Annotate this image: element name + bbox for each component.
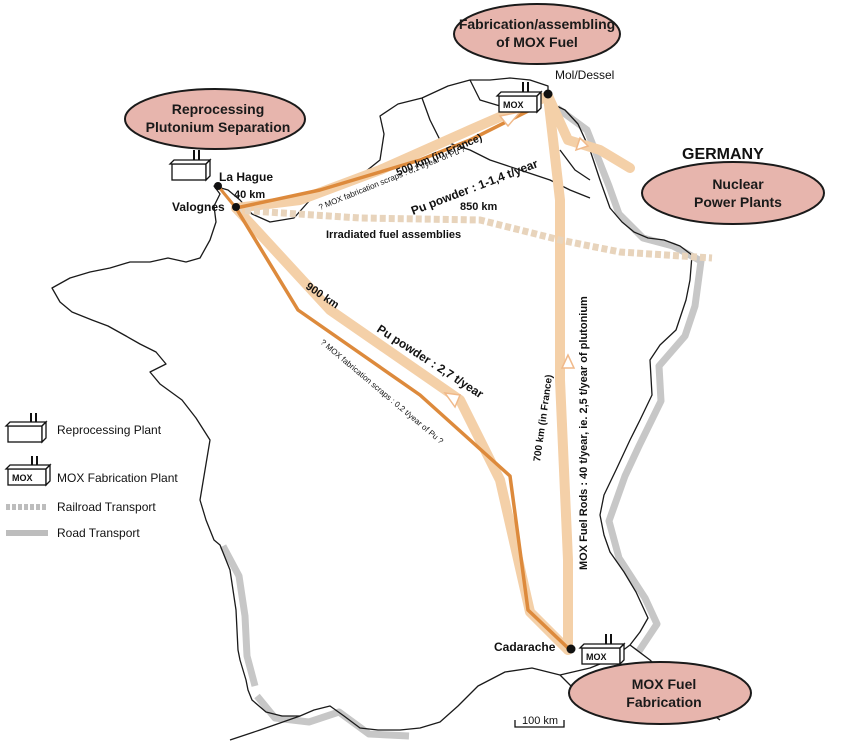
- scale-label: 100 km: [522, 715, 558, 727]
- route-plutonium: [216, 108, 570, 650]
- city-dot-mol-dessel: [543, 89, 553, 99]
- reprocessing-plant-icon: [168, 150, 212, 182]
- country-label-germany: GERMANY: [682, 146, 764, 163]
- city-dots: [214, 89, 576, 654]
- city-label-cadarache: Cadarache: [494, 640, 556, 654]
- bubble-mox-fab-line1: MOX Fuel: [632, 676, 697, 692]
- city-label-la-hague: La Hague: [219, 170, 273, 184]
- bubble-npp-line1: Nuclear: [712, 176, 764, 192]
- arrow-germany-icon: [574, 136, 590, 152]
- route-mox-rods: [231, 91, 635, 655]
- city-label-valognes: Valognes: [172, 200, 225, 214]
- bubble-reprocessing-line1: Reprocessing: [172, 101, 265, 117]
- bubble-fabrication: Fabrication/assembling of MOX Fuel: [453, 3, 621, 65]
- legend-reprocessing-icon: [4, 413, 48, 444]
- france-shadow: [219, 105, 705, 740]
- legend-label-mox-plant: MOX Fabrication Plant: [57, 471, 178, 485]
- mox-plant-icon-north: MOX: [495, 82, 543, 114]
- bubble-fabrication-line2: of MOX Fuel: [496, 34, 578, 50]
- route-label-700km: 700 km (in France): [532, 374, 555, 462]
- arrow-south-icon: [443, 392, 462, 409]
- bubble-reprocessing-line2: Plutonium Separation: [146, 119, 291, 135]
- legend-label-reprocessing: Reprocessing Plant: [57, 423, 162, 437]
- bubble-npp: Nuclear Power Plants: [641, 161, 825, 225]
- arrow-north-icon: [498, 110, 522, 128]
- route-arrows: [443, 110, 590, 409]
- mox-label-north: MOX: [503, 100, 524, 110]
- city-dot-la-hague: [214, 182, 222, 190]
- route-label-mox-rods: MOX Fuel Rods : 40 t/year, ie. 2,5 t/yea…: [578, 296, 590, 570]
- route-label-irradiated: Irradiated fuel assemblies: [326, 229, 461, 241]
- bubble-reprocessing: Reprocessing Plutonium Separation: [124, 88, 306, 150]
- arrow-up-icon: [560, 353, 576, 369]
- route-label-pu-south: Pu powder : 2,7 t/year: [374, 322, 486, 401]
- mox-label-south: MOX: [586, 652, 607, 662]
- route-label-40km: 40 km: [234, 189, 265, 201]
- bubble-npp-line2: Power Plants: [694, 194, 782, 210]
- city-label-mol-dessel: Mol/Dessel: [555, 68, 614, 82]
- bubble-fabrication-line1: Fabrication/assembling: [459, 16, 615, 32]
- legend-mox-text: MOX: [12, 473, 33, 483]
- mox-plant-icon-south: MOX: [578, 634, 626, 666]
- city-dot-cadarache: [566, 644, 576, 654]
- scale-bar: 100 km: [514, 715, 565, 728]
- legend: Reprocessing Plant MOX MOX Fabrication P…: [4, 413, 178, 540]
- bubble-mox-fab-line2: Fabrication: [626, 694, 701, 710]
- legend-label-road: Road Transport: [57, 526, 140, 540]
- bubble-mox-fab: MOX Fuel Fabrication: [568, 661, 752, 725]
- route-label-850km: 850 km: [460, 201, 498, 213]
- legend-mox-icon: MOX: [4, 456, 52, 487]
- route-rail: [235, 206, 713, 262]
- city-dot-valognes: [232, 203, 240, 211]
- legend-label-rail: Railroad Transport: [57, 500, 156, 514]
